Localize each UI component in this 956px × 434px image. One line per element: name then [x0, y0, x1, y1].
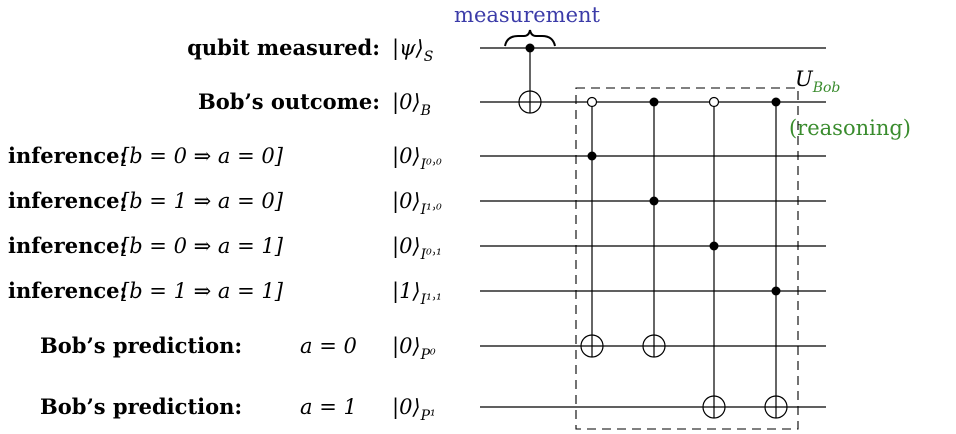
row-expression: a = 1 — [300, 395, 357, 419]
open-control-dot — [586, 96, 598, 108]
row-expression: [b = 1 ⇒ a = 1] — [121, 279, 284, 303]
control-dot — [587, 151, 597, 161]
row-expression: [b = 0 ⇒ a = 0] — [121, 144, 284, 168]
row-title: Bob’s prediction: — [40, 333, 242, 358]
measurement-label: measurement — [454, 3, 600, 27]
cnot-target — [580, 334, 604, 358]
row-title: Bob’s outcome: — [198, 89, 380, 114]
control-dot — [649, 196, 659, 206]
row-ket: |1⟩I¹˒¹ — [392, 279, 442, 308]
cnot-target — [702, 395, 726, 419]
row-ket: |0⟩P⁰ — [392, 334, 436, 363]
row-ket: |ψ⟩S — [392, 36, 433, 65]
reasoning-label: (reasoning) — [789, 116, 911, 140]
row-expression: a = 0 — [300, 334, 357, 358]
row-ket: |0⟩B — [392, 90, 431, 119]
cnot-target — [764, 395, 788, 419]
control-dot — [525, 43, 535, 53]
measurement-brace — [504, 29, 556, 47]
row-expression: [b = 0 ⇒ a = 1] — [121, 234, 284, 258]
row-title: inference: — [8, 143, 127, 168]
row-title: inference: — [8, 233, 127, 258]
cnot-target — [642, 334, 666, 358]
control-dot — [771, 97, 781, 107]
control-dot — [771, 286, 781, 296]
row-ket: |0⟩I⁰˒⁰ — [392, 144, 442, 173]
row-title: Bob’s prediction: — [40, 394, 242, 419]
control-dot — [649, 97, 659, 107]
control-dot — [709, 241, 719, 251]
row-title: qubit measured: — [187, 35, 380, 60]
row-expression: [b = 1 ⇒ a = 0] — [121, 189, 284, 213]
row-ket: |0⟩P¹ — [392, 395, 436, 424]
row-title: inference: — [8, 278, 127, 303]
unitary-label: UBob — [795, 67, 840, 96]
row-title: inference: — [8, 188, 127, 213]
row-ket: |0⟩I⁰˒¹ — [392, 234, 442, 263]
open-control-dot — [708, 96, 720, 108]
unitary-box — [575, 87, 799, 430]
row-ket: |0⟩I¹˒⁰ — [392, 189, 442, 218]
cnot-target — [518, 90, 542, 114]
